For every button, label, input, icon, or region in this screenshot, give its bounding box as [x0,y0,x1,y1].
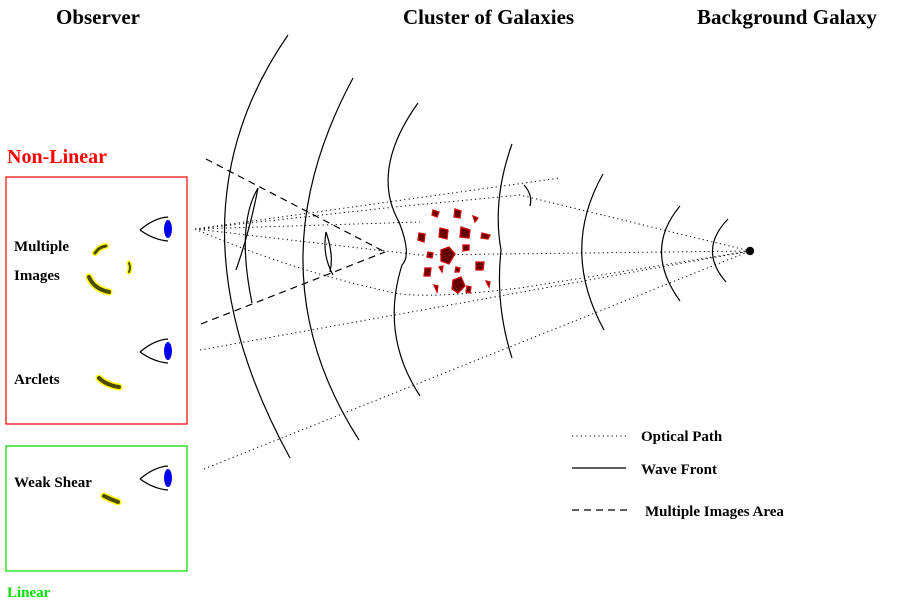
cluster-galaxy [484,280,491,289]
weak-shear-label: Weak Shear [14,475,92,491]
image-arc-1 [93,244,108,255]
multiple-images-group [85,243,133,296]
cluster-galaxy [453,208,462,219]
cluster-galaxy [465,285,472,294]
cluster-galaxy [437,265,444,274]
legend-multiple-images-area-label: Multiple Images Area [645,504,784,520]
nonlinear-box [5,176,188,425]
optical-path-arclets [199,250,751,351]
cluster-galaxy [459,226,471,239]
wave-fold-2b [325,231,332,273]
wave-front-5 [581,173,605,331]
wave-front-7 [711,218,729,283]
wave-fold-1b [235,187,259,271]
eye-icon [139,216,172,242]
optical-path-weak [203,250,751,470]
optical-path-upper-short [194,221,421,230]
wave-fold-3 [523,184,532,207]
wave-front-3 [387,102,421,397]
legend-wave-front-label: Wave Front [641,462,717,478]
multiple-images-label-line1: Multiple [14,239,69,255]
caustic-dash-upper [205,158,386,253]
cluster-galaxy [471,214,480,224]
cluster-galaxies [417,208,491,295]
legend: Optical Path Wave Front Multiple Images … [572,429,784,520]
wave-front-4 [497,143,513,359]
optical-path-top [194,177,561,230]
observer-header: Observer [56,5,140,29]
multiple-images-label-line2: Images [14,268,60,284]
cluster-galaxy [438,227,449,240]
eye-icon [139,338,172,364]
cluster-galaxy [426,251,434,259]
optical-path-upper [194,194,751,252]
optical-path-middle [194,228,751,256]
eye-icon [139,465,172,491]
cluster-header: Cluster of Galaxies [403,5,574,29]
wave-front-6 [661,205,681,302]
multiple-images-area [200,158,386,325]
cluster-galaxy [417,232,426,243]
image-arc-2 [128,262,131,273]
cluster-galaxy [475,261,485,271]
background-galaxy [745,246,755,256]
wave-fold-2a [324,231,334,276]
weak-shear-image [100,492,122,506]
cluster-galaxy [432,284,439,295]
image-arc-3 [87,275,111,294]
wave-fronts [223,34,729,459]
cluster-galaxy [451,276,466,294]
cluster-galaxy [431,209,440,218]
wave-front-2 [302,77,360,441]
background-header: Background Galaxy [697,5,877,29]
cluster-galaxy [480,232,491,240]
wave-fold-1a [244,187,259,304]
cluster-galaxy [462,244,470,252]
arclets-label: Arclets [14,372,60,388]
linear-box [5,445,188,572]
legend-optical-path-label: Optical Path [641,429,723,445]
wave-front-1 [223,34,291,459]
caustic-dash-lower [200,251,386,325]
optical-paths [194,177,751,470]
linear-title: Linear [7,585,51,601]
nonlinear-title: Non-Linear [7,146,107,168]
cluster-galaxy [423,267,432,277]
cluster-galaxy [454,266,461,273]
arclet-image [95,374,123,391]
cluster-galaxy [440,246,456,265]
